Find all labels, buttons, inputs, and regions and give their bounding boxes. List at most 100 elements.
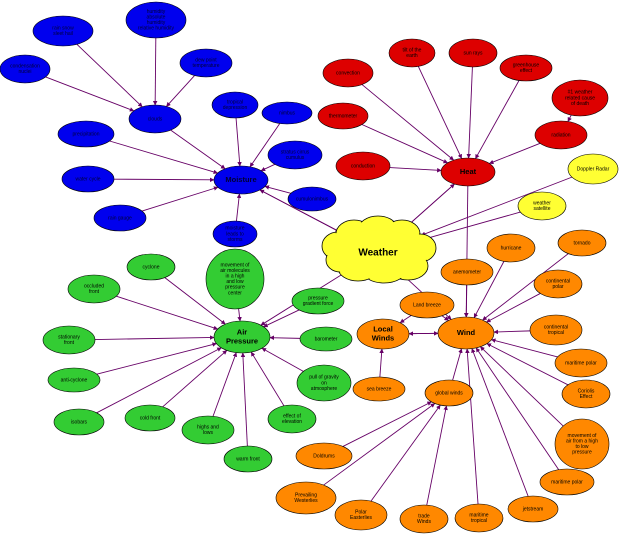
link-arrow [109, 140, 218, 175]
node-n-land-breeze[interactable]: Land breeze [399, 291, 455, 319]
node-shape [533, 269, 583, 299]
node-shape [567, 153, 619, 185]
node-n-jetstream[interactable]: jetstream [507, 495, 559, 523]
node-label: moisture [225, 226, 244, 232]
node-n-warm-front[interactable]: warm front [223, 445, 273, 473]
link-arrow [261, 347, 304, 372]
node-label: sea breeze [367, 386, 392, 392]
node-n-anemometer[interactable]: anemometer [440, 258, 494, 286]
node-label: pressure [572, 450, 592, 456]
node-n-convection[interactable]: convection [322, 58, 374, 88]
node-label: jetstream [522, 506, 544, 512]
node-label: Winds [417, 519, 431, 525]
node-label: of death [571, 101, 589, 107]
link-arrow [96, 342, 217, 375]
link-arrow [212, 352, 237, 417]
node-label: conduction [351, 163, 375, 169]
node-n-doppler[interactable]: Doppler Radar [567, 153, 619, 185]
node-n-maritime-polar2[interactable]: maritime polar [539, 468, 595, 496]
link-arrow [264, 185, 291, 194]
hub-wind[interactable]: Wind [437, 316, 495, 350]
node-n-sea-breeze[interactable]: sea breeze [352, 376, 406, 402]
node-label: relative humidity [138, 26, 175, 32]
weather-cloud[interactable]: Weather [321, 215, 437, 284]
node-n-sunlight[interactable]: sun rays [448, 38, 498, 68]
node-n-cold-front[interactable]: cold front [124, 404, 176, 432]
node-n-hurricane[interactable]: hurricane [486, 233, 536, 263]
link-arrow [486, 293, 541, 323]
node-n-conduction[interactable]: conduction [335, 151, 391, 181]
node-label: Doppler Radar [577, 166, 610, 172]
node-label: pressure [308, 296, 328, 302]
node-n-tornado[interactable]: tornado [557, 229, 607, 257]
hub-moisture[interactable]: Moisture [213, 165, 269, 195]
node-label: on [321, 380, 327, 386]
node-label: stratus cirrus [281, 150, 310, 156]
node-global-winds[interactable]: global winds [424, 379, 474, 407]
node-label: Local [373, 324, 393, 333]
node-shape [352, 376, 406, 402]
node-n-isobars[interactable]: isobars [53, 408, 105, 436]
node-n-cyclone[interactable]: cyclone [126, 253, 176, 281]
node-n-radiation[interactable]: radiation [534, 120, 588, 150]
link-arrow [141, 186, 219, 212]
node-n-nimbus[interactable]: nimbus [261, 101, 313, 125]
node-n-water-cycle[interactable]: water cycle [61, 165, 115, 193]
hub-heat[interactable]: Heat [440, 157, 496, 187]
node-shape [61, 165, 115, 193]
node-n-clouds[interactable]: clouds [128, 104, 182, 134]
link-arrow [493, 329, 531, 335]
node-n-maritime-polar[interactable]: maritime polar [554, 348, 608, 378]
node-shape [275, 481, 337, 515]
link-arrow [420, 176, 573, 236]
node-label: Wind [457, 328, 476, 337]
node-n-cumulo[interactable]: cumulonimbus [287, 186, 337, 212]
node-n-thermometer[interactable]: thermometer [317, 102, 369, 130]
weather-label: Weather [358, 248, 397, 259]
node-shape [205, 248, 265, 310]
node-n-barometer[interactable]: barometer [299, 326, 353, 352]
node-label: earth [406, 53, 418, 59]
link-arrow [45, 76, 135, 112]
link-arrow [342, 401, 432, 447]
link-arrow [162, 350, 228, 408]
link-arrow [263, 309, 300, 328]
node-n-rain-gauge[interactable]: rain gauge [93, 204, 147, 232]
node-label: effect of [283, 414, 301, 420]
node-label: continental [546, 279, 570, 285]
node-n-anticyclone[interactable]: anti-cyclone [47, 367, 101, 393]
node-n-doldrums[interactable]: Doldrums [295, 442, 353, 470]
node-shape [534, 120, 588, 150]
node-shape [437, 316, 495, 350]
node-label: air from a high [566, 439, 598, 445]
node-n-precip[interactable]: precipitation [57, 120, 115, 148]
